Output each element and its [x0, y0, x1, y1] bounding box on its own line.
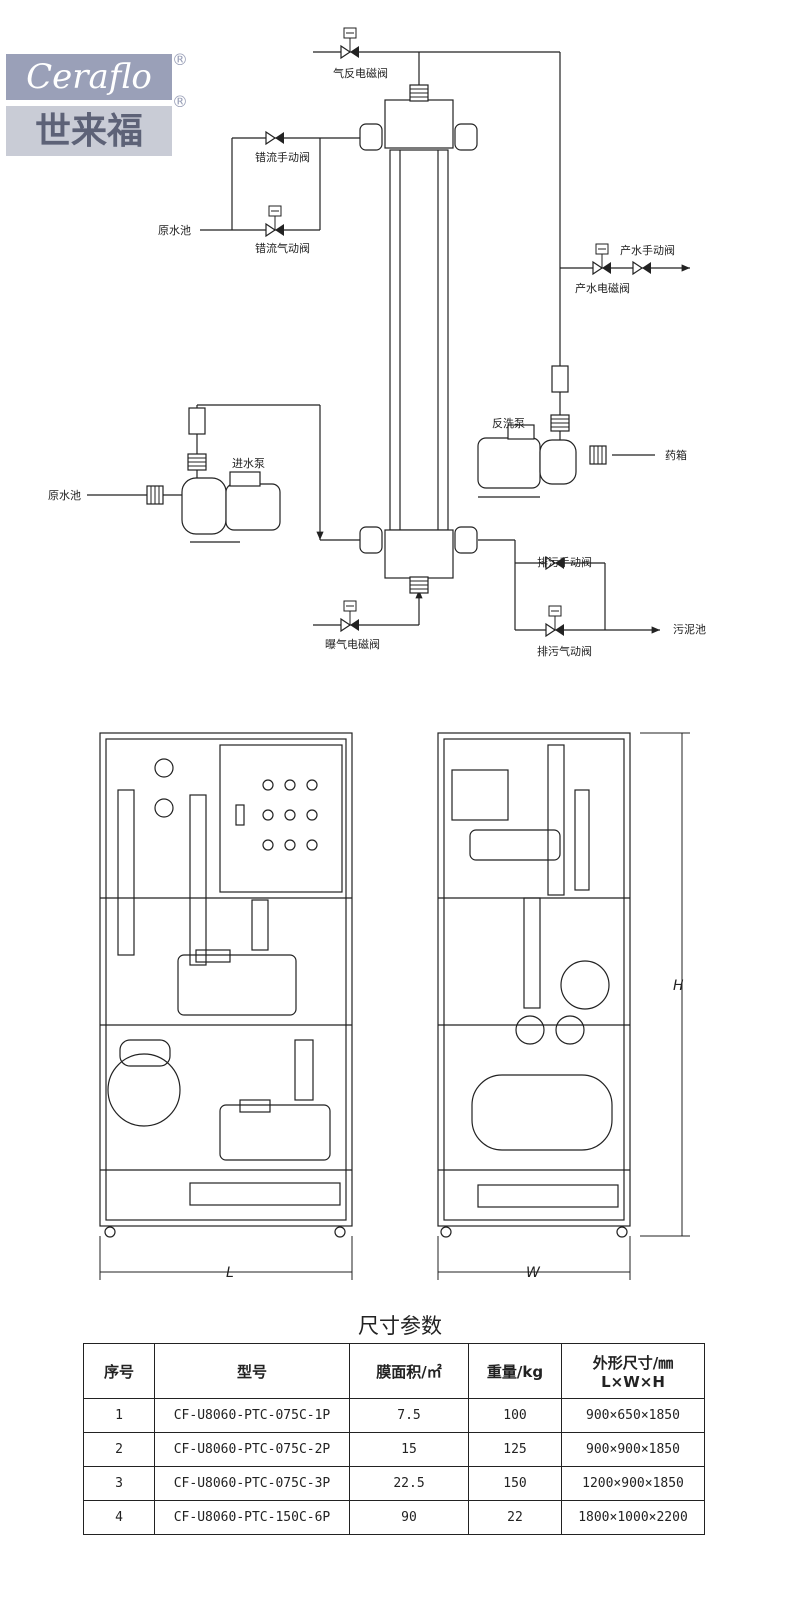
label-chan-shui-manual: 产水手动阀: [620, 243, 675, 257]
cell: 90: [349, 1500, 469, 1535]
ceraflo-logo: Ceraflo ® 世来福 ®: [6, 50, 192, 162]
logo-brand-cn: 世来福: [6, 106, 172, 156]
header-size-sub: L×W×H: [601, 1372, 665, 1391]
dim-length-label: L: [226, 1265, 234, 1281]
label-pai-wu-manual: 排污手动阀: [537, 555, 592, 569]
equipment-elevation-drawing: L W H: [99, 732, 690, 1281]
cell: 1200×900×1850: [561, 1466, 705, 1501]
label-bao-qi-valve: 曝气电磁阀: [325, 637, 380, 651]
cell: 900×650×1850: [561, 1398, 705, 1433]
dim-width-label: W: [526, 1265, 541, 1281]
cell: 2: [83, 1432, 155, 1467]
header-size-label: 外形尺寸/㎜: [592, 1353, 674, 1372]
label-cuo-liu-manual: 错流手动阀: [255, 150, 310, 164]
label-yuan-shui-chi-top: 原水池: [158, 224, 191, 237]
cell: 3: [83, 1466, 155, 1501]
cell: 15: [349, 1432, 469, 1467]
cell: CF-U8060-PTC-075C-1P: [154, 1398, 350, 1433]
cell: 900×900×1850: [561, 1432, 705, 1467]
label-pai-wu-air: 排污气动阀: [537, 644, 592, 658]
cell: CF-U8060-PTC-075C-2P: [154, 1432, 350, 1467]
cell: CF-U8060-PTC-150C-6P: [154, 1500, 350, 1535]
logo-brand-en: Ceraflo: [6, 54, 172, 100]
registered-mark: ®: [172, 50, 188, 69]
label-qi-fan-valve: 气反电磁阀: [333, 66, 388, 80]
cell: 4: [83, 1500, 155, 1535]
header-area: 膜面积/㎡: [349, 1343, 469, 1399]
cell: 150: [468, 1466, 562, 1501]
cell: CF-U8060-PTC-075C-3P: [154, 1466, 350, 1501]
label-yao-xiang: 药箱: [665, 448, 687, 462]
cell: 1800×1000×2200: [561, 1500, 705, 1535]
header-model: 型号: [154, 1343, 350, 1399]
label-chan-shui-solenoid: 产水电磁阀: [575, 281, 630, 295]
cell: 100: [468, 1398, 562, 1433]
cell: 125: [468, 1432, 562, 1467]
cell: 1: [83, 1398, 155, 1433]
header-weight: 重量/kg: [468, 1343, 562, 1399]
dim-height-label: H: [673, 978, 684, 994]
cell: 22.5: [349, 1466, 469, 1501]
header-index: 序号: [83, 1343, 155, 1399]
label-yuan-shui-chi-left: 原水池: [48, 489, 81, 502]
label-wu-ni-chi: 污泥池: [673, 623, 706, 636]
table-title: 尺寸参数: [358, 1314, 442, 1338]
registered-mark: ®: [172, 92, 188, 111]
label-fan-xi-pump: 反洗泵: [492, 417, 525, 430]
cell: 7.5: [349, 1398, 469, 1433]
label-cuo-liu-air: 错流气动阀: [255, 241, 310, 255]
label-jin-shui-pump: 进水泵: [232, 457, 265, 470]
process-flow-diagram: 气反电磁阀 错流手动阀 原水池 错流气动阀 产水手动阀 产水电磁阀 反洗泵 药箱…: [48, 27, 706, 658]
cell: 22: [468, 1500, 562, 1535]
